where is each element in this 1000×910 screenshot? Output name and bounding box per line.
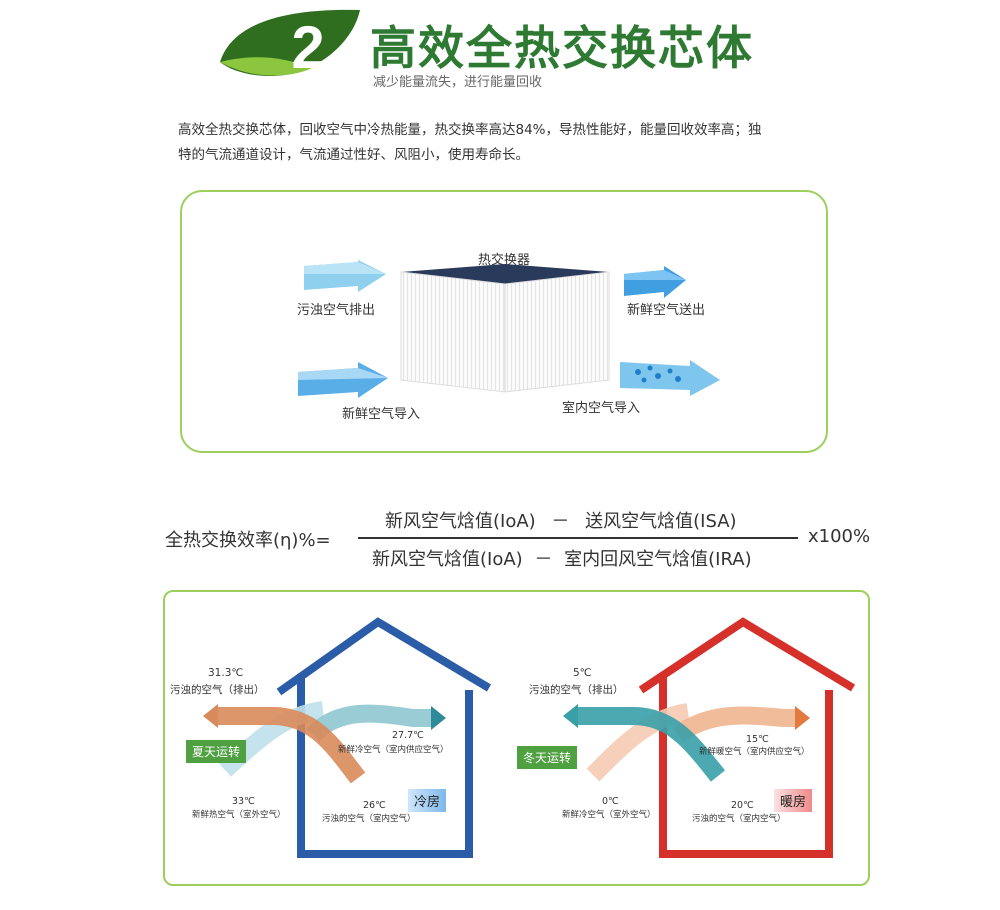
- summer-outdoor-label: 新鲜热空气（室外空气）: [192, 810, 286, 820]
- winter-outdoor-temp: 0℃: [602, 796, 619, 807]
- numerator-op: －: [551, 511, 570, 532]
- summer-outdoor-temp: 33℃: [232, 796, 255, 807]
- core-label: 热交换器: [478, 253, 531, 268]
- summer-exhaust-label: 污浊的空气（排出）: [170, 684, 265, 696]
- section-subtitle: 减少能量流失，进行能量回收: [373, 75, 543, 90]
- numerator-b: 送风空气焓值(ISA): [585, 511, 737, 532]
- leaf-number-emblem: 2: [220, 9, 360, 80]
- denominator-op: －: [534, 549, 553, 570]
- formula-left: 全热交换效率(η)%=: [165, 530, 331, 551]
- winter-house-outline: [638, 617, 856, 694]
- summer-exhaust-flow: [218, 707, 366, 784]
- winter-exhaust-temp: 5℃: [573, 667, 592, 679]
- summer-exhaust-temp: 31.3℃: [208, 667, 244, 679]
- denominator-b: 室内回风空气焓值(IRA): [564, 549, 752, 570]
- indoor-air-in-arrow: [620, 360, 720, 396]
- fresh-air-out-label: 新鲜空气送出: [627, 303, 706, 318]
- dirty-air-out-label: 污浊空气排出: [297, 303, 376, 318]
- fresh-air-out-arrow: [624, 266, 686, 298]
- winter-indoor-temp: 20℃: [731, 800, 754, 811]
- dirty-air-out-arrow: [304, 260, 386, 292]
- winter-supply-temp: 15℃: [746, 734, 769, 745]
- summer-house-outline: [276, 617, 492, 696]
- winter-supply-flow: [672, 706, 795, 743]
- numerator-a: 新风空气焓值(IoA): [385, 511, 536, 532]
- formula-denominator: 新风空气焓值(IoA) － 室内回风空气焓值(IRA): [372, 545, 752, 571]
- section-number: 2: [291, 14, 324, 80]
- fresh-air-in-label: 新鲜空气导入: [342, 407, 421, 422]
- summer-supply-label: 新鲜冷空气（室内供应空气）: [338, 745, 449, 755]
- exchanger-panel: [180, 190, 828, 453]
- intro-line-2: 特的气流通道设计，气流通过性好、风阻小，使用寿命长。: [178, 147, 529, 163]
- section-title: 高效全热交换芯体: [370, 21, 754, 75]
- winter-outdoor-label: 新鲜冷空气（室外空气）: [562, 810, 656, 820]
- fraction-line: [358, 537, 798, 539]
- summer-indoor-label: 污浊的空气（室内空气）: [322, 814, 416, 824]
- winter-indoor-label: 污浊的空气（室内空气）: [692, 814, 786, 824]
- winter-mode-badge: 冬天运转: [517, 746, 578, 769]
- intro-line-1: 高效全热交换芯体，回收空气中冷热能量，热交换率高达84%，导热性能好，能量回收效…: [178, 122, 762, 138]
- formula-numerator: 新风空气焓值(IoA) － 送风空气焓值(ISA): [385, 507, 737, 533]
- formula-right: x100%: [808, 526, 871, 547]
- winter-supply-label: 新鲜暖空气（室内供应空气）: [699, 747, 810, 757]
- winter-heating-tag: 暖房: [774, 789, 813, 812]
- summer-indoor-temp: 26℃: [363, 800, 386, 811]
- winter-exhaust-label: 污浊的空气（排出）: [529, 684, 624, 696]
- heat-exchanger-core: [400, 264, 610, 393]
- intro-paragraph: 高效全热交换芯体，回收空气中冷热能量，热交换率高达84%，导热性能好，能量回收效…: [178, 118, 828, 168]
- summer-mode-badge: 夏天运转: [186, 740, 247, 763]
- summer-cooling-tag: 冷房: [408, 789, 447, 812]
- denominator-a: 新风空气焓值(IoA): [372, 549, 523, 570]
- summer-supply-temp: 27.7℃: [392, 730, 424, 741]
- seasonal-operation-panel: [163, 590, 870, 886]
- winter-outdoor-flow: [586, 703, 690, 782]
- indoor-air-in-label: 室内空气导入: [562, 401, 641, 416]
- fresh-air-in-arrow: [298, 362, 388, 398]
- winter-exhaust-flow: [578, 707, 726, 782]
